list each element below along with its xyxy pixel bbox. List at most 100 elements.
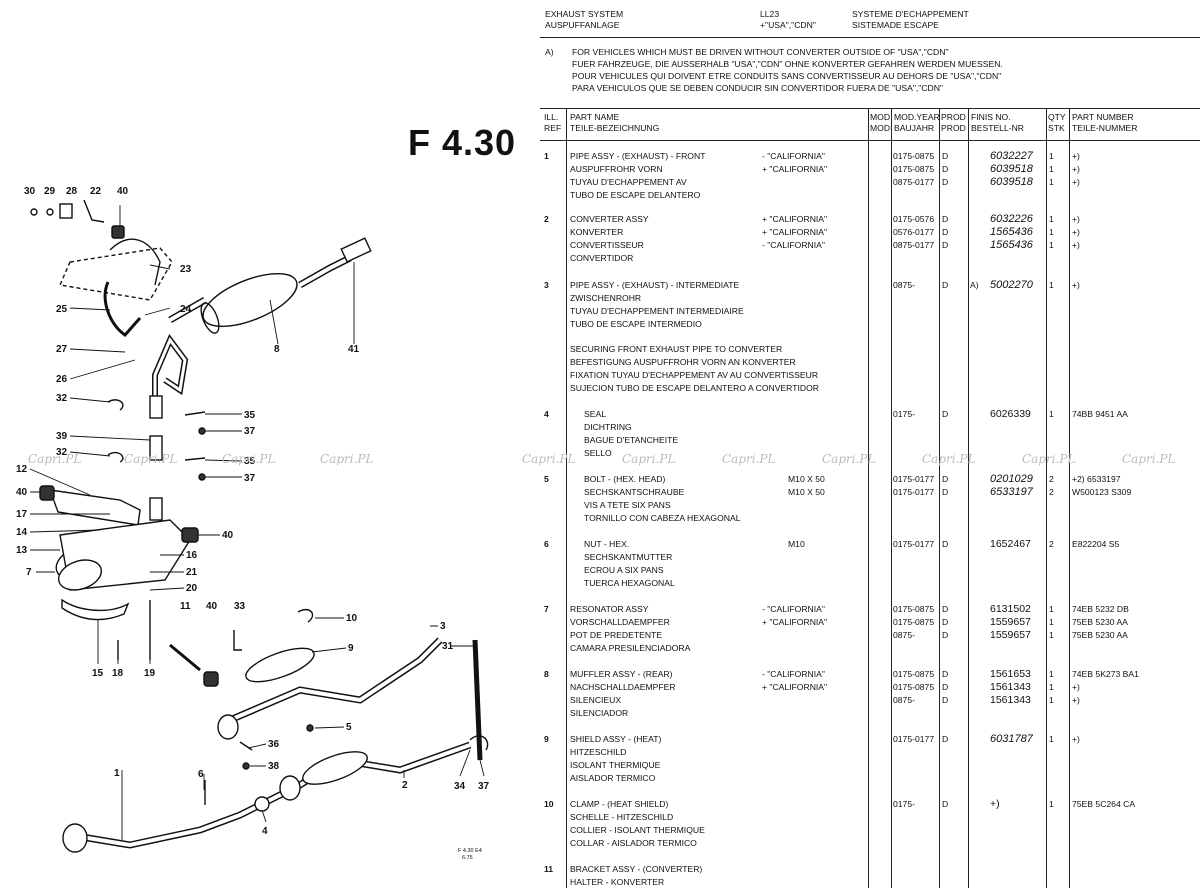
callout-label: 37 <box>244 473 256 484</box>
row-part-name: BAGUE D'ETANCHEITE <box>584 435 679 445</box>
watermark-text: Capri.PL <box>124 452 178 466</box>
row-part-name: ISOLANT THERMIQUE <box>570 760 661 770</box>
watermark-text: Capri.PL <box>222 452 276 466</box>
row-spec: + "CALIFORNIA" <box>762 164 828 174</box>
callout-label: 20 <box>186 583 198 594</box>
callout-label: 2 <box>402 780 408 791</box>
note-letter: A) <box>545 47 554 57</box>
row-part-name: ZWISCHENROHR <box>570 293 642 303</box>
row-spec: - "CALIFORNIA" <box>762 604 825 614</box>
rear-muffler-end <box>200 302 220 334</box>
row-finis-no: 1561653 <box>990 668 1031 680</box>
row-prod: D <box>942 280 949 290</box>
row-prod: D <box>942 695 949 705</box>
clamp-36 <box>239 741 253 751</box>
row-prod: D <box>942 177 949 187</box>
callout-label: 37 <box>478 781 490 792</box>
callout-label: 40 <box>222 530 234 541</box>
row-prod: D <box>942 227 949 237</box>
row-finis-no: 6032227 <box>990 150 1033 162</box>
callout-label: 25 <box>56 304 68 315</box>
row-part-name: TUYAU D'ECHAPPEMENT INTERMEDIAIRE <box>570 306 744 316</box>
callout-label: 24 <box>180 304 192 315</box>
row-finis-no: 1565436 <box>990 239 1033 251</box>
row-mod-year: 0175-0177 <box>893 487 935 497</box>
row-spec: M10 X 50 <box>788 487 825 497</box>
watermark-text: Capri.PL <box>28 452 82 466</box>
row-qty: 1 <box>1049 409 1054 419</box>
row-part-number: +) <box>1072 240 1080 250</box>
callout-label: 29 <box>44 186 56 197</box>
row-part-name: SECURING FRONT EXHAUST PIPE TO CONVERTER <box>570 344 783 354</box>
seal-4 <box>254 796 270 812</box>
bracket-arm <box>103 281 142 337</box>
row-finis-no: 1561343 <box>990 694 1031 706</box>
rear-muffler-shape <box>202 272 298 328</box>
row-spec: - "CALIFORNIA" <box>762 240 825 250</box>
watermark-text: Capri.PL <box>320 452 374 466</box>
callout-label: 5 <box>346 722 352 733</box>
callout-label: 1 <box>114 768 120 779</box>
watermark-text: Capri.PL <box>1122 452 1176 466</box>
row-ref: 6 <box>544 539 549 549</box>
rubber-mount-40b <box>39 485 55 501</box>
row-spec: M10 <box>788 539 805 549</box>
row-part-name: TUERCA HEXAGONAL <box>584 578 675 588</box>
callout-label: 35 <box>244 410 256 421</box>
row-finis-no: 1559657 <box>990 616 1031 628</box>
watermark-text: Capri.PL <box>722 452 776 466</box>
note-line: PARA VEHICULOS QUE SE DEBEN CONDUCIR SIN… <box>572 83 943 93</box>
row-qty: 1 <box>1049 177 1054 187</box>
callout-label: 8 <box>274 344 280 355</box>
row-mod-year: 0175-0875 <box>893 604 935 614</box>
row-part-name: CONVERTIDOR <box>570 253 634 263</box>
system-title-en: EXHAUST SYSTEM <box>545 9 624 19</box>
row-spec: - "CALIFORNIA" <box>762 669 825 679</box>
row-prod: D <box>942 474 949 484</box>
row-qty: 1 <box>1049 799 1054 809</box>
diagram-stamp: F 4.30 E4 <box>458 848 482 854</box>
row-prod: D <box>942 409 949 419</box>
row-prod: D <box>942 539 949 549</box>
row-spec: M10 X 50 <box>788 474 825 484</box>
row-part-name: NUT - HEX. <box>584 539 630 549</box>
nut-37a <box>198 427 206 435</box>
rubber-mount-40 <box>181 527 199 543</box>
row-spec: + "CALIFORNIA" <box>762 214 828 224</box>
col-divider <box>891 108 892 888</box>
callout-label: 39 <box>56 431 68 442</box>
plate-28 <box>59 203 73 219</box>
row-part-number: 75EB 5230 AA <box>1072 630 1128 640</box>
system-title-fr: SYSTEME D'ECHAPPEMENT <box>852 9 969 19</box>
row-finis-no: 1652467 <box>990 538 1031 550</box>
callout-label: 9 <box>348 643 354 654</box>
row-part-name: PIPE ASSY - (EXHAUST) - FRONT <box>570 151 706 161</box>
callout-label: 28 <box>66 186 78 197</box>
callout-label: 21 <box>186 567 198 578</box>
front-pipe-shape <box>69 741 472 849</box>
col-divider <box>1069 108 1070 888</box>
callout-label: 7 <box>26 567 32 578</box>
row-part-name: POT DE PREDETENTE <box>570 630 663 640</box>
row-part-name: SUJECION TUBO DE ESCAPE DELANTERO A CONV… <box>570 383 819 393</box>
row-ref: 10 <box>544 799 554 809</box>
row-part-name: BEFESTIGUNG AUSPUFFROHR VORN AN KONVERTE… <box>570 357 796 367</box>
row-mod-year: 0175-0875 <box>893 682 935 692</box>
row-part-number: +2) 6533197 <box>1072 474 1121 484</box>
row-ref: 9 <box>544 734 549 744</box>
row-note-ref: A) <box>970 280 979 290</box>
row-part-number: +) <box>1072 151 1080 161</box>
strap-15 <box>61 598 130 621</box>
note-line: FOR VEHICLES WHICH MUST BE DRIVEN WITHOU… <box>572 47 949 57</box>
callout-label: 6 <box>198 769 204 780</box>
figure-code: F 4.30 <box>408 122 517 163</box>
callout-label: 27 <box>56 344 68 355</box>
callout-label: 17 <box>16 509 28 520</box>
resonator-7-shape <box>302 751 368 785</box>
row-qty: 1 <box>1049 630 1054 640</box>
flange-rear <box>217 714 239 740</box>
row-part-number: +) <box>1072 682 1080 692</box>
row-qty: 2 <box>1049 487 1054 497</box>
